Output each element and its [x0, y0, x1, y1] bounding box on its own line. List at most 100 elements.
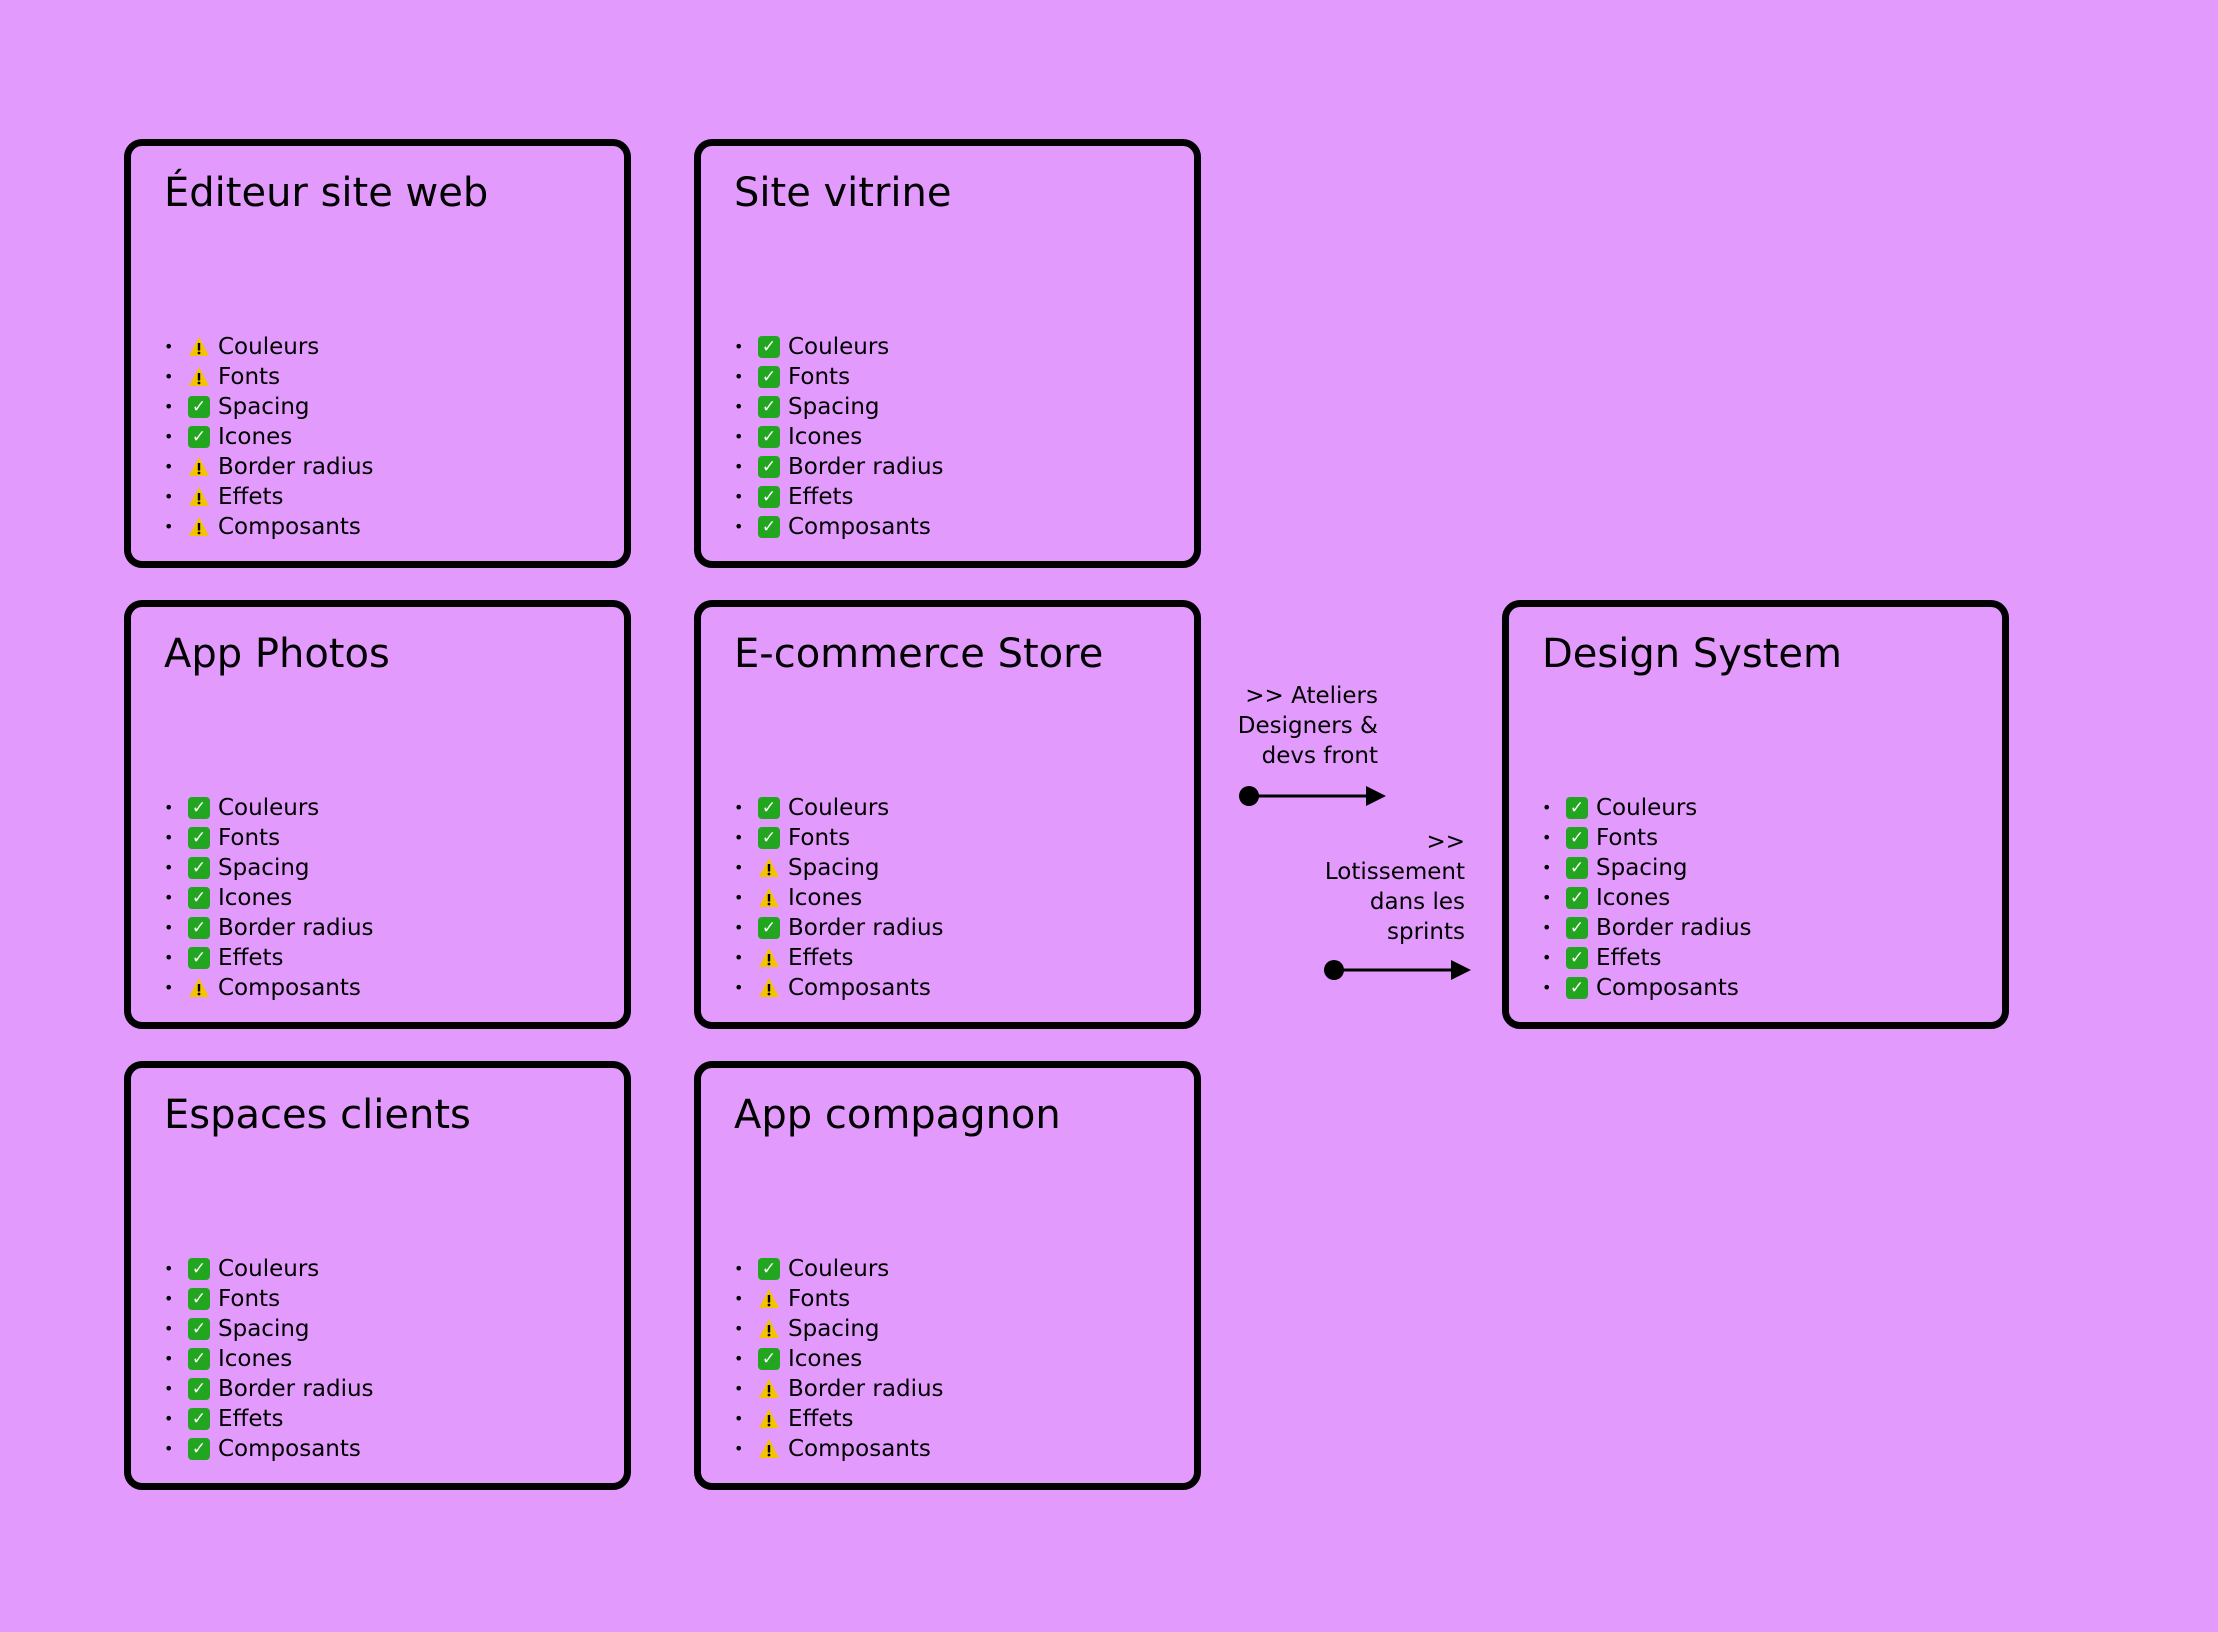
checklist-item: •✓Fonts	[164, 823, 374, 853]
check-mark-icon: ✓	[1566, 857, 1588, 879]
bullet-icon: •	[734, 858, 744, 877]
card-editeur-site-web: Éditeur site web •Couleurs•Fonts•✓Spacin…	[124, 139, 631, 568]
checklist-item: •✓Icones	[164, 1344, 374, 1374]
check-mark-icon: ✓	[188, 827, 210, 849]
warning-icon	[758, 1408, 780, 1430]
bullet-icon: •	[734, 487, 744, 506]
bullet-icon: •	[164, 367, 174, 386]
checklist-item: •Effets	[734, 943, 944, 973]
checklist-item: •✓Icones	[164, 883, 374, 913]
check-mark-icon: ✓	[758, 366, 780, 388]
bullet-icon: •	[164, 457, 174, 476]
checklist-item: •✓Icones	[734, 1344, 944, 1374]
checklist-item: •✓Icones	[1542, 883, 1752, 913]
checklist-item: •✓Composants	[734, 512, 944, 542]
checklist-item-label: Spacing	[788, 855, 880, 881]
checklist-item: • ✓ Couleurs	[1542, 793, 1752, 823]
checklist-item-label: Border radius	[218, 454, 374, 480]
warning-icon	[758, 857, 780, 879]
bullet-icon: •	[734, 337, 744, 356]
checklist: •✓Couleurs•✓Fonts•✓Spacing•✓Icones•✓Bord…	[164, 793, 374, 1003]
bullet-icon: •	[734, 888, 744, 907]
arrow-head	[1366, 786, 1386, 806]
warning-icon	[758, 887, 780, 909]
checklist-item: •✓Effets	[734, 482, 944, 512]
checklist-item: •Composants	[164, 973, 374, 1003]
bullet-icon: •	[1542, 798, 1552, 817]
checklist-item: •Effets	[734, 1404, 944, 1434]
bullet-icon: •	[164, 397, 174, 416]
check-mark-icon: ✓	[758, 516, 780, 538]
check-mark-icon: ✓	[188, 1288, 210, 1310]
check-mark-icon: ✓	[758, 1258, 780, 1280]
bullet-icon: •	[164, 1379, 174, 1398]
card-title: Éditeur site web	[164, 170, 489, 216]
bullet-icon: •	[734, 457, 744, 476]
checklist-item-label: Effets	[788, 1406, 854, 1432]
check-mark-icon: ✓	[758, 827, 780, 849]
checklist-item: •Composants	[164, 512, 374, 542]
card-title: Espaces clients	[164, 1092, 471, 1138]
checklist-item: •✓Icones	[734, 422, 944, 452]
checklist-item-label: Composants	[1596, 975, 1739, 1001]
checklist-item-label: Couleurs	[788, 1256, 890, 1282]
checklist-item-label: Icones	[218, 1346, 293, 1372]
bullet-icon: •	[1542, 918, 1552, 937]
check-mark-icon: ✓	[188, 1318, 210, 1340]
checklist-item: •✓Spacing	[164, 1314, 374, 1344]
checklist-item: •✓Fonts	[734, 362, 944, 392]
checklist: •✓Couleurs•✓Fonts•✓Spacing•✓Icones•✓Bord…	[734, 332, 944, 542]
checklist-item-label: Composants	[788, 514, 931, 540]
checklist-item-label: Effets	[788, 945, 854, 971]
checklist-item-label: Spacing	[1596, 855, 1688, 881]
checklist-item-label: Effets	[218, 945, 284, 971]
checklist-item: • ✓ Spacing	[164, 392, 374, 422]
bullet-icon: •	[164, 337, 174, 356]
checklist-item: •✓Effets	[1542, 943, 1752, 973]
card-title: E-commerce Store	[734, 631, 1104, 677]
bullet-icon: •	[164, 517, 174, 536]
check-mark-icon: ✓	[188, 1438, 210, 1460]
check-mark-icon: ✓	[188, 396, 210, 418]
checklist-item: •Composants	[734, 1434, 944, 1464]
card-title: App Photos	[164, 631, 390, 677]
check-mark-icon: ✓	[188, 797, 210, 819]
checklist-item: •✓Spacing	[1542, 853, 1752, 883]
bullet-icon: •	[734, 1319, 744, 1338]
card-title: Site vitrine	[734, 170, 952, 216]
bullet-icon: •	[734, 798, 744, 817]
bullet-icon: •	[164, 1439, 174, 1458]
checklist-item: •✓Spacing	[164, 853, 374, 883]
checklist-item-label: Spacing	[218, 394, 310, 420]
check-mark-icon: ✓	[1566, 947, 1588, 969]
checklist-item-label: Icones	[218, 424, 293, 450]
checklist-item-label: Fonts	[218, 1286, 281, 1312]
checklist-item: •✓Couleurs	[734, 332, 944, 362]
checklist-item: •✓Couleurs	[164, 793, 374, 823]
checklist-item-label: Couleurs	[1596, 795, 1698, 821]
check-mark-icon: ✓	[758, 917, 780, 939]
checklist-item-label: Fonts	[218, 364, 281, 390]
checklist-item-label: Composants	[218, 1436, 361, 1462]
checklist-item: • Fonts	[164, 362, 374, 392]
checklist-item-label: Effets	[218, 1406, 284, 1432]
checklist-item: •✓Couleurs	[734, 793, 944, 823]
check-mark-icon: ✓	[758, 396, 780, 418]
bullet-icon: •	[734, 1349, 744, 1368]
connector-arrow-lotissement	[1324, 960, 1471, 980]
checklist-item-label: Border radius	[1596, 915, 1752, 941]
checklist-item-label: Border radius	[788, 454, 944, 480]
checklist-item: •Effets	[164, 482, 374, 512]
check-mark-icon: ✓	[1566, 797, 1588, 819]
checklist-item-label: Spacing	[788, 394, 880, 420]
warning-icon	[758, 1318, 780, 1340]
bullet-icon: •	[734, 1379, 744, 1398]
bullet-icon: •	[164, 888, 174, 907]
check-mark-icon: ✓	[1566, 887, 1588, 909]
checklist-item-label: Couleurs	[788, 334, 890, 360]
checklist-item-label: Spacing	[218, 855, 310, 881]
warning-icon	[758, 1378, 780, 1400]
checklist-item: •✓Border radius	[734, 452, 944, 482]
bullet-icon: •	[164, 918, 174, 937]
check-mark-icon: ✓	[1566, 827, 1588, 849]
